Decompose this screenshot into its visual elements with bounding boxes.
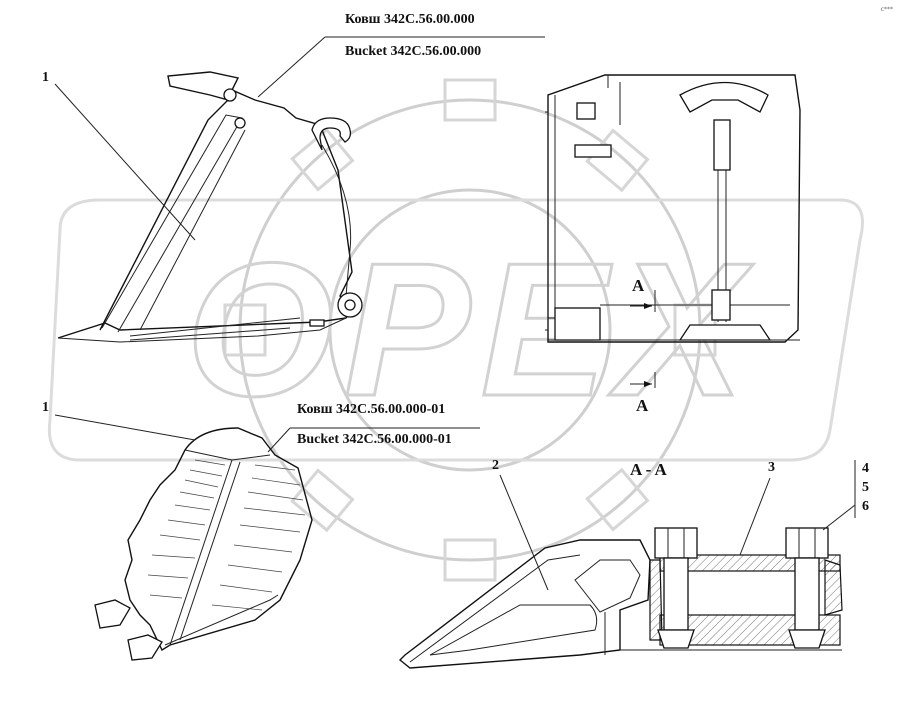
section-mark-top: A [632, 276, 645, 295]
watermark-gear [47, 78, 864, 582]
section-view-title: A - A [630, 460, 667, 479]
leader-item-2 [499, 474, 549, 591]
callout-item-1-bottom: 1 [42, 400, 49, 415]
title-leaders [257, 36, 545, 453]
callout-item-4: 4 [862, 461, 869, 476]
section-mark-bottom: A [636, 396, 649, 415]
corner-mark: c*** [880, 6, 893, 13]
watermark-text: OPEX [186, 224, 754, 436]
leader-item-1-top [54, 83, 196, 241]
assembly-2-title-en: Bucket 342С.56.00.000-01 [297, 432, 452, 447]
tooth-part [398, 539, 651, 669]
callout-item-1-top: 1 [42, 70, 49, 85]
bucket-iso-view [94, 427, 313, 661]
section-a-a [620, 527, 843, 651]
leader-item-1-bottom [54, 414, 196, 441]
assembly-1-title-ru: Ковш 342С.56.00.000 [345, 12, 475, 27]
assembly-2-title-ru: Ковш 342С.56.00.000-01 [297, 402, 446, 417]
callout-item-6: 6 [862, 499, 869, 514]
callout-item-3: 3 [768, 460, 775, 475]
bucket-side-view [57, 71, 363, 343]
section-leaders [739, 460, 856, 556]
callout-item-5: 5 [862, 480, 869, 495]
assembly-1-title-en: Bucket 342С.56.00.000 [345, 44, 482, 59]
bucket-front-view [545, 74, 801, 388]
callout-item-2: 2 [492, 458, 499, 473]
